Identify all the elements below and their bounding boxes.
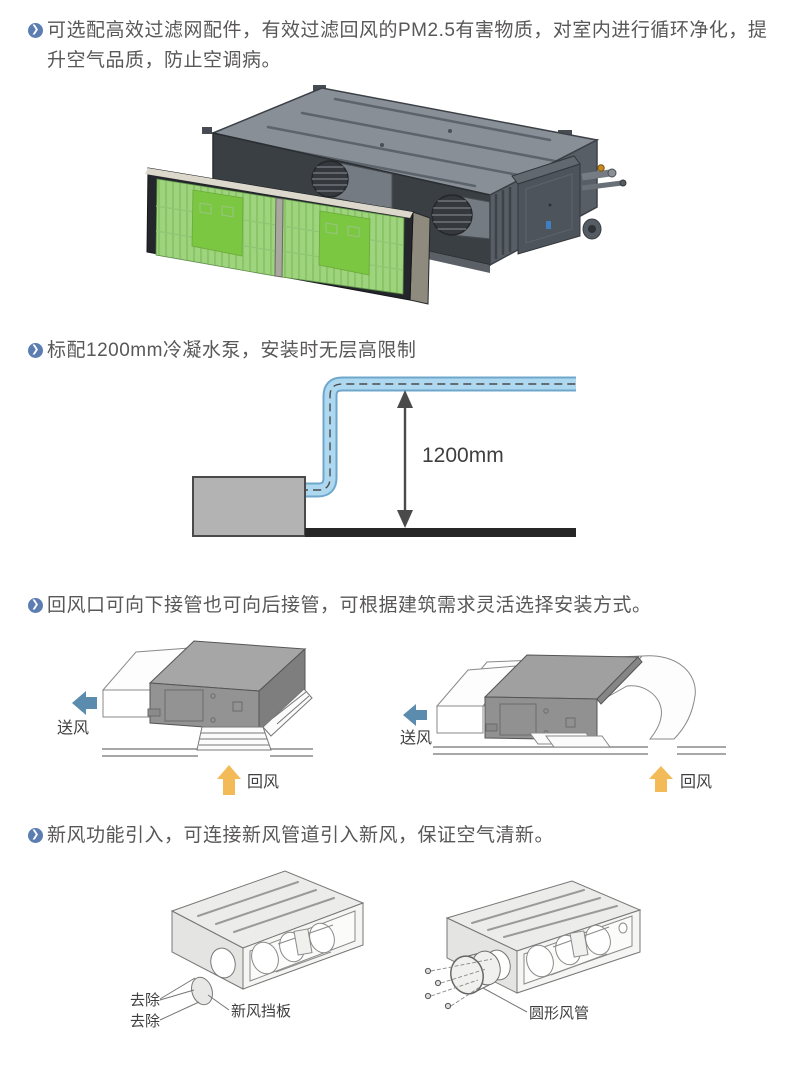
return-air-label: 回风 [680,774,712,791]
section-pump-heading: ❯ 标配1200mm冷凝水泵，安装时无层高限制 [28,336,768,366]
pipe-centerline [300,383,576,491]
section-fresh-air-heading-text: 新风功能引入，可连接新风管道引入新风，保证空气清新。 [47,825,555,846]
filter-unit-illustration [145,85,627,305]
section-filter-heading: ❯ 可选配高效过滤网配件，有效过滤回风的PM2.5有害物质，对室内进行循环净化，… [28,16,768,76]
drain-pipe [300,378,576,496]
ceiling-line [305,528,576,537]
screws [424,967,452,1010]
fresh-air-hole [210,947,236,979]
ceiling-lines [433,746,726,755]
flex-connector-down [196,688,313,751]
condensate-pump-diagram: 1200mm [192,376,576,537]
ceiling-lines [102,748,313,757]
baffle-label: 新风挡板 [231,1002,291,1020]
baffle-disk [191,976,213,1006]
round-duct-diagram: 圆形风管 [424,880,642,1022]
down-return-diagram: 送风 回风 [57,640,313,795]
supply-air-label: 送风 [57,719,89,737]
electrical-box [511,155,581,255]
bottom-rails [529,732,611,748]
indoor-unit [483,654,643,741]
section-return-air-heading-text: 回风口可向下接管也可向后接管，可根据建筑需求灵活选择安装方式。 [47,595,652,616]
screw-guides [430,958,493,1007]
supply-air-arrow-icon [72,691,97,715]
bullet-arrow-icon: ❯ [28,23,43,38]
fan-inlet-grille [311,160,349,198]
interior-blowers [523,915,633,985]
leader-lines [159,977,230,1021]
section-return-air-heading: ❯ 回风口可向下接管也可向后接管，可根据建筑需求灵活选择安装方式。 [28,591,768,621]
remove-label-2: 去除 [130,1013,160,1030]
leader-line [482,987,528,1013]
interior-blowers [249,910,356,982]
filter-handle [221,205,234,218]
indoor-unit [147,640,307,733]
bullet-arrow-icon: ❯ [28,828,43,843]
section-pump-heading-text: 标配1200mm冷凝水泵，安装时无层高限制 [47,340,417,361]
section-fresh-air-heading: ❯ 新风功能引入，可连接新风管道引入新风，保证空气清新。 [28,821,768,851]
pipe-connections [581,164,627,240]
supply-duct [101,647,192,718]
filter-handle [199,202,212,215]
return-air-arrow-icon [649,766,673,792]
return-air-label: 回风 [247,774,279,791]
screw-hole [448,129,452,133]
dimension-label: 1200mm [422,444,504,467]
dimension-arrow [397,390,413,528]
supply-duct [435,665,518,734]
rear-return-diagram: 送风 回风 [400,654,726,792]
remove-label-1: 去除 [130,992,160,1009]
bullet-arrow-icon: ❯ [28,598,43,613]
top-grooves [197,881,335,933]
section-filter-heading-text: 可选配高效过滤网配件，有效过滤回风的PM2.5有害物质，对室内进行循环净化，提升… [47,20,768,71]
drain-pipe-outline [300,376,576,498]
screw-hole [380,143,384,147]
vent-slots [494,187,512,259]
pm25-filter-panel [145,167,431,305]
return-air-arrow-icon [217,765,241,795]
supply-air-arrow-icon [403,704,427,726]
top-grooves [471,889,618,938]
mounting-tab [202,127,212,134]
fresh-air-baffle-diagram: 去除 去除 新风挡板 [130,870,365,1030]
indoor-unit-box [192,476,306,537]
filter-handle [325,222,338,235]
bullet-arrow-icon: ❯ [28,343,43,358]
round-duct [450,950,501,995]
filter-handle [347,225,360,238]
round-duct-label: 圆形风管 [529,1005,589,1022]
fan-inlet-grille [431,194,473,236]
supply-air-label: 送风 [400,729,432,747]
